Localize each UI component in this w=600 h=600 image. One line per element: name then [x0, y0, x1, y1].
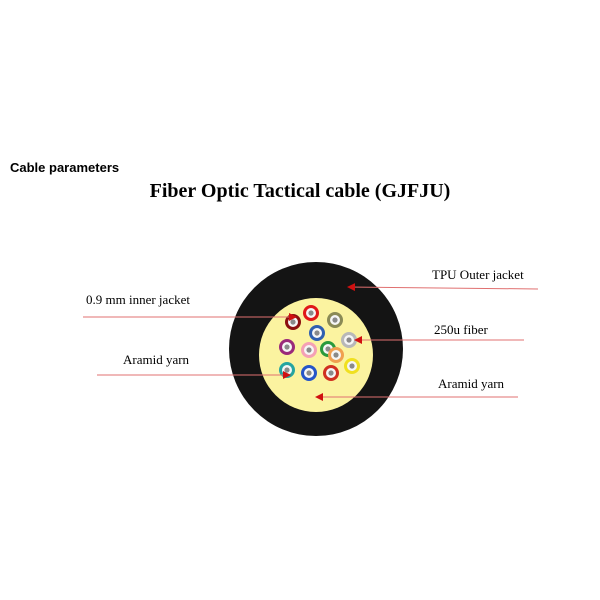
fiber-4 — [309, 325, 325, 341]
fiber-9 — [344, 358, 360, 374]
label-inner-jacket: 0.9 mm inner jacket — [86, 292, 190, 307]
fiber-3 — [327, 312, 343, 328]
diagram-title: Fiber Optic Tactical cable (GJFJU) — [149, 180, 451, 202]
label-tpu-outer-jacket: TPU Outer jacket — [432, 267, 524, 282]
label-fiber: 250u fiber — [434, 322, 488, 337]
fiber-12 — [323, 365, 339, 381]
label-aramid-yarn-left: Aramid yarn — [123, 352, 190, 367]
fiber-10 — [279, 362, 295, 378]
fiber-2 — [303, 305, 319, 321]
fiber-1 — [285, 314, 301, 330]
fiber-6 — [301, 342, 317, 358]
fiber-bundle — [279, 305, 360, 381]
label-aramid-yarn-right: Aramid yarn — [438, 376, 505, 391]
fiber-13 — [328, 347, 344, 363]
section-title: Cable parameters — [10, 160, 120, 175]
fiber-11 — [301, 365, 317, 381]
fiber-8 — [341, 332, 357, 348]
leader-tpu-outer-jacket — [347, 283, 539, 292]
fiber-5 — [279, 339, 295, 355]
